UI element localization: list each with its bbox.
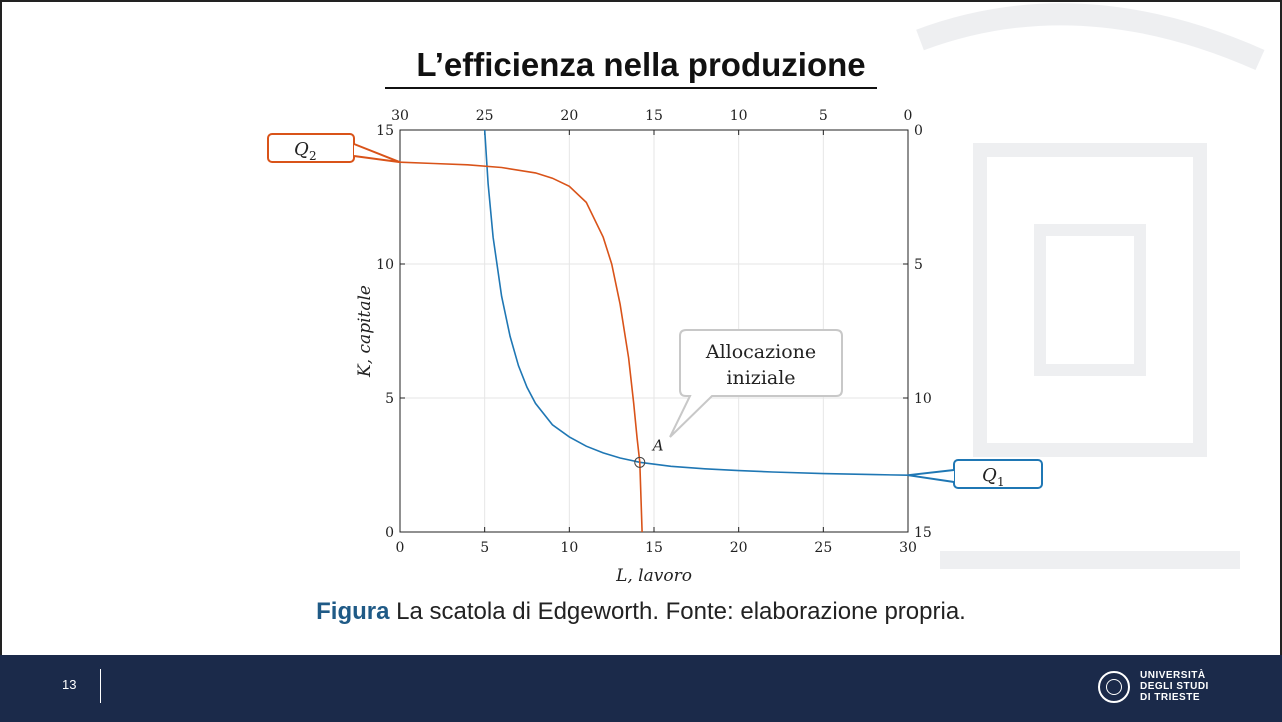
top-tick-label: 15 [645,108,663,124]
university-name-line: DI TRIESTE [1140,692,1201,703]
footer-bar: 13 UNIVERSITÀ DEGLI STUDI DI TRIESTE [0,655,1282,722]
x-tick-label: 25 [814,540,832,556]
x-tick-label: 15 [645,540,663,556]
right-tick-label: 15 [914,525,932,541]
y-tick-label: 15 [376,123,394,139]
watermark-crest [916,3,1265,569]
x-tick-label: 0 [396,540,405,556]
x-tick-label: 20 [730,540,748,556]
university-name: UNIVERSITÀ DEGLI STUDI DI TRIESTE [1140,670,1209,703]
right-tick-label: 10 [914,391,932,407]
series-line-q1 [483,129,909,476]
top-tick-label: 10 [730,108,748,124]
y-tick-label: 5 [385,391,394,407]
university-name-line: UNIVERSITÀ [1140,670,1206,681]
top-tick-label: 25 [476,108,494,124]
series-label-text: Q [982,465,997,486]
series-line-q2 [399,161,643,533]
footer-divider [100,669,101,703]
caption-label: Figura [316,598,390,625]
top-tick-label: 30 [391,108,409,124]
point-label: A [651,436,664,454]
right-tick-label: 5 [914,257,923,273]
university-name-line: DEGLI STUDI [1140,681,1209,692]
point-marker [634,456,646,468]
callout-text: Allocazione [705,341,816,363]
y-tick-label: 10 [376,257,394,273]
y-tick-label: 0 [385,525,394,541]
chart-series [399,129,909,533]
series-label-pointer [353,143,401,164]
top-tick-label: 0 [904,108,913,124]
top-tick-label: 20 [560,108,578,124]
series-label-subscript: 2 [309,149,317,163]
slide-title: L’efficienza nella produzione [416,46,866,83]
university-seal-icon [1098,671,1130,703]
right-tick-label: 0 [914,123,923,139]
y-axis-label: K, capitale [355,285,375,378]
series-label-text: Q [294,139,309,160]
page-number: 13 [62,677,77,692]
series-label-subscript: 1 [997,475,1005,489]
callout-text: iniziale [726,367,795,389]
caption-text: La scatola di Edgeworth. Fonte: elaboraz… [389,598,966,625]
x-tick-label: 10 [560,540,578,556]
top-tick-label: 5 [819,108,828,124]
series-label-pointer [907,469,955,483]
figure-caption: Figura La scatola di Edgeworth. Fonte: e… [0,598,1282,626]
x-tick-label: 30 [899,540,917,556]
x-axis-label: L, lavoro [615,566,692,586]
title-underline [385,87,877,89]
callout-bubble [669,329,843,438]
x-tick-label: 5 [480,540,489,556]
